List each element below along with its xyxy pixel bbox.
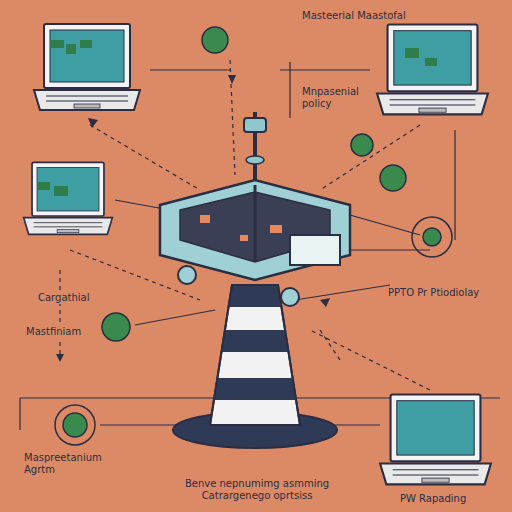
illustration-label: Mastfiniam: [24, 326, 83, 338]
illustration-label: Cargathial: [36, 292, 91, 304]
illustration-label: PW Rapading: [398, 493, 468, 505]
illustration-label: Benve nepnumimg asmming Catrargenego opr…: [180, 478, 334, 501]
illustration-label: Mnpasenial policy: [300, 86, 374, 109]
illustration-label: Masteerial Maastofal: [300, 10, 408, 22]
illustration-label: PPTO Pr Ptiodiolay: [386, 287, 481, 299]
illustration-label: Maspreetanium Agrtm: [22, 452, 136, 475]
